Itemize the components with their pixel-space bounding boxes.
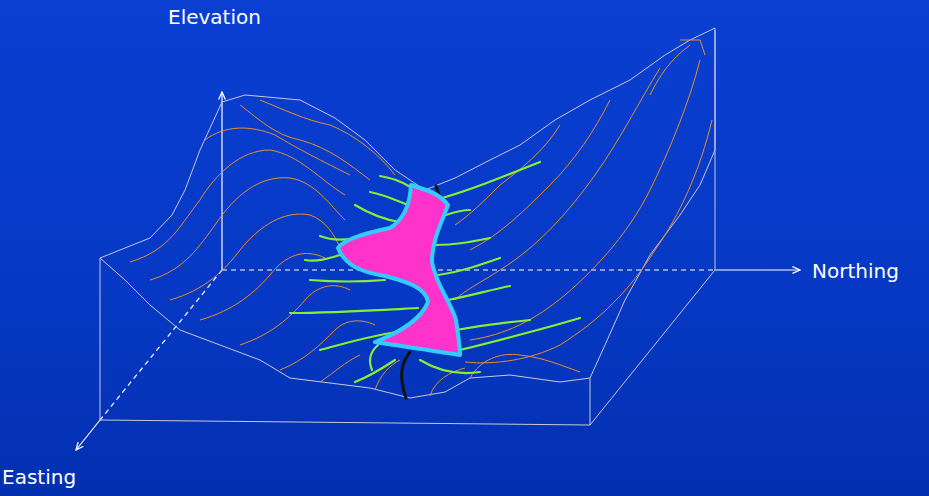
easting-axis [76, 420, 100, 450]
lake-polygon [338, 185, 460, 355]
axes [76, 92, 800, 450]
elevation-axis [221, 92, 222, 270]
northing-axis-label: Northing [812, 260, 899, 282]
block-box [100, 30, 715, 425]
easting-axis-label: Easting [2, 466, 76, 488]
northing-axis [715, 269, 800, 270]
terrain-outline [100, 28, 715, 398]
elevation-axis-label: Elevation [168, 6, 261, 28]
easting-axis-hidden [100, 270, 222, 420]
contour-lines [130, 40, 712, 396]
stream-lines [290, 162, 580, 382]
